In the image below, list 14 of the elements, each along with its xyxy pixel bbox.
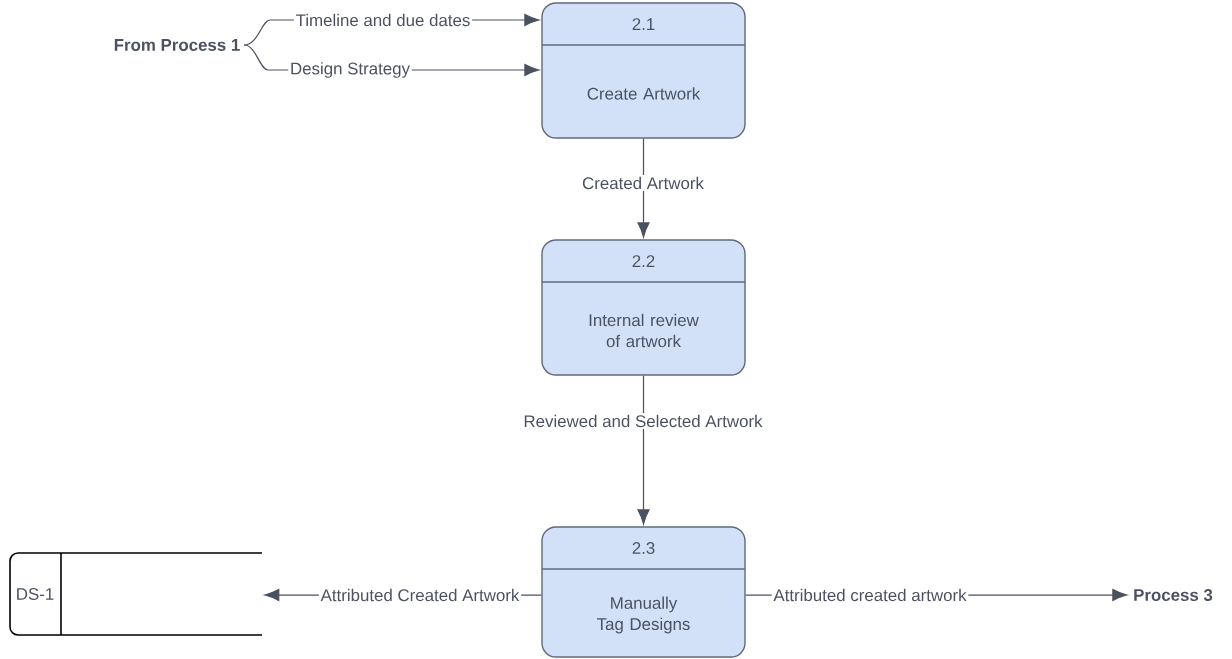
edge-label: Attributed Created Artwork xyxy=(318,587,522,603)
arrow xyxy=(637,138,650,238)
edge-label: Created Artwork xyxy=(580,175,706,191)
edge-label: Reviewed and Selected Artwork xyxy=(521,413,765,429)
data-store: DS-1 xyxy=(9,552,263,636)
process-label: From Process 1 xyxy=(114,39,240,51)
process-box: 2.3 Manually Tag Designs xyxy=(541,526,746,658)
process-box: 2.2 Internal review of artwork xyxy=(541,239,746,376)
process-label: Process 3 xyxy=(1134,589,1213,601)
edge-label: Design Strategy xyxy=(288,60,412,80)
arrow xyxy=(637,375,650,525)
edge-label: Attributed created artwork xyxy=(771,587,969,603)
process-box: 2.1 Create Artwork xyxy=(541,2,746,139)
edge-label: Timeline and due dates xyxy=(293,12,473,28)
